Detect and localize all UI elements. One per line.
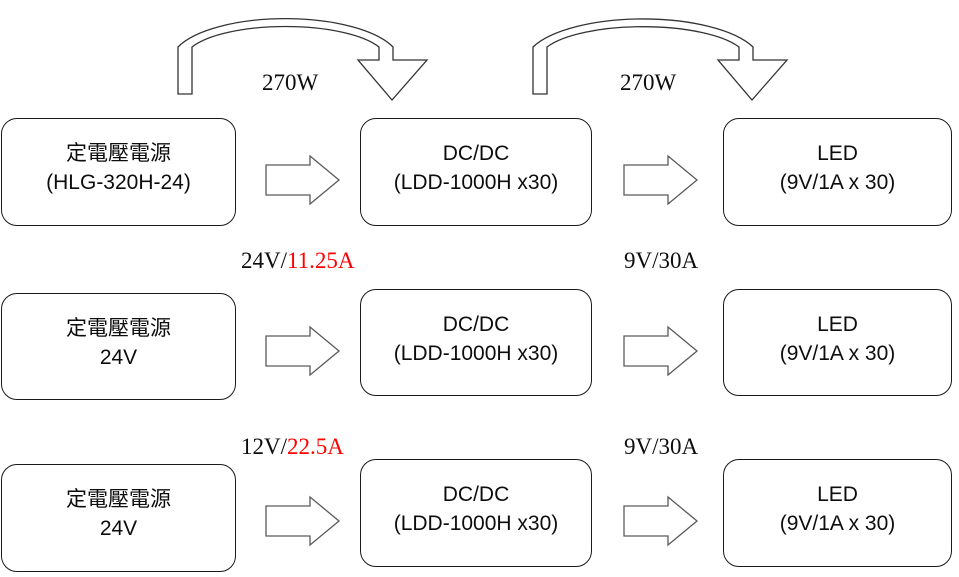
row-2-load-line2: (9V/1A x 30) bbox=[779, 342, 896, 365]
row-2-converter-line1: DC/DC bbox=[442, 313, 510, 336]
block-arrow-right-icon-r1-a bbox=[265, 154, 341, 206]
block-arrow-right-icon-r1-b bbox=[623, 154, 699, 206]
row-1-source-line2: (HLG-320H-24) bbox=[46, 171, 191, 194]
block-arrow-right-icon-r3-a bbox=[265, 495, 341, 547]
row-2-label-left: 24V/11.25A bbox=[241, 248, 355, 274]
row-2-load-line1: LED bbox=[817, 313, 858, 336]
row-1-arc-label-right: 270W bbox=[620, 70, 677, 95]
block-arrow-right-icon-r3-b bbox=[623, 495, 699, 547]
row-1-converter-line1: DC/DC bbox=[442, 142, 510, 165]
row-1-load-line1: LED bbox=[817, 142, 858, 165]
row-1-converter-line2: (LDD-1000H x30) bbox=[393, 171, 559, 194]
row-1-arc-label-left: 270W bbox=[262, 70, 319, 95]
row-2-label-left-volts: 24V/ bbox=[241, 248, 287, 273]
row-2-label-right: 9V/30A bbox=[624, 248, 699, 273]
row-2-converter-box[interactable]: DC/DC (LDD-1000H x30) bbox=[360, 289, 592, 396]
row-3-load-box[interactable]: LED (9V/1A x 30) bbox=[723, 459, 952, 567]
row-2-label-left-amps: 11.25A bbox=[287, 248, 355, 273]
block-arrow-right-icon-r2-a bbox=[265, 325, 341, 377]
row-1-converter-box[interactable]: DC/DC (LDD-1000H x30) bbox=[360, 118, 592, 226]
row-2-source-line2: 24V bbox=[99, 346, 138, 369]
curved-arrow-down-icon-1 bbox=[177, 17, 429, 101]
row-1-source-line1: 定電壓電源 bbox=[66, 142, 171, 165]
row-2-load-box[interactable]: LED (9V/1A x 30) bbox=[723, 289, 952, 396]
row-3-load-line2: (9V/1A x 30) bbox=[779, 512, 896, 535]
row-2-source-line1: 定電壓電源 bbox=[66, 317, 171, 340]
row-1-load-line2: (9V/1A x 30) bbox=[779, 171, 896, 194]
row-3-label-left-volts: 12V/ bbox=[241, 434, 287, 459]
row-3-converter-box[interactable]: DC/DC (LDD-1000H x30) bbox=[360, 459, 592, 567]
row-3-source-line2: 24V bbox=[99, 517, 138, 540]
row-1-source-box[interactable]: 定電壓電源 (HLG-320H-24) bbox=[1, 118, 236, 226]
row-3-source-line1: 定電壓電源 bbox=[66, 488, 171, 511]
row-3-label-right: 9V/30A bbox=[624, 434, 699, 459]
row-3-converter-line2: (LDD-1000H x30) bbox=[393, 512, 559, 535]
block-arrow-right-icon-r2-b bbox=[623, 325, 699, 377]
row-3-label-left-amps: 22.5A bbox=[287, 434, 344, 459]
row-2-converter-line2: (LDD-1000H x30) bbox=[393, 342, 559, 365]
curved-arrow-down-icon-2 bbox=[532, 18, 789, 101]
row-2-source-box[interactable]: 定電壓電源 24V bbox=[1, 293, 236, 400]
row-3-converter-line1: DC/DC bbox=[442, 483, 510, 506]
row-3-load-line1: LED bbox=[817, 483, 858, 506]
row-3-label-left: 12V/22.5A bbox=[241, 434, 344, 460]
row-1-load-box[interactable]: LED (9V/1A x 30) bbox=[723, 118, 952, 226]
row-3-source-box[interactable]: 定電壓電源 24V bbox=[1, 464, 236, 572]
